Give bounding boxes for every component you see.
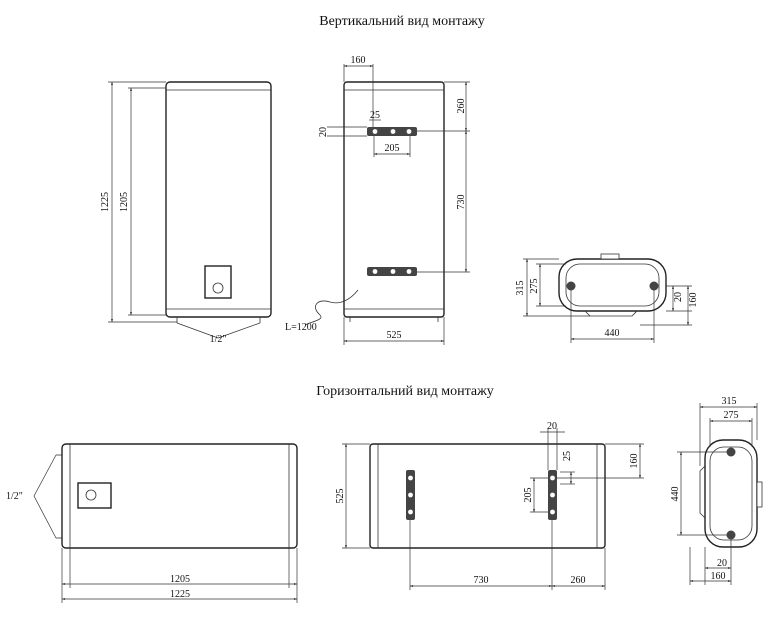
horizontal-mount-title: Горизонтальний вид монтажу bbox=[316, 384, 494, 399]
horizontal-front-view: 1/2" 1205 1225 bbox=[6, 443, 298, 603]
horizontal-back-view: 20 25 160 525 205 730 260 bbox=[335, 421, 644, 590]
dim-h-side-160: 160 bbox=[629, 454, 640, 469]
dim-spacing-730: 730 bbox=[456, 195, 467, 210]
dim-side-20: 20 bbox=[673, 292, 684, 302]
heater-body-back bbox=[343, 81, 445, 318]
heater-body-horizontal-front bbox=[61, 443, 298, 549]
heater-body-front bbox=[165, 81, 272, 318]
dim-offset-25: 25 bbox=[370, 110, 380, 121]
dim-h-offset-25: 25 bbox=[562, 451, 573, 461]
mount-hole-left-icon bbox=[566, 281, 576, 291]
power-cable bbox=[304, 289, 359, 326]
dim-h-side-260: 260 bbox=[571, 575, 586, 586]
vertical-top-view: 315 275 20 160 440 bbox=[515, 253, 699, 343]
dim-width-525: 525 bbox=[387, 330, 402, 341]
dim-side-depth-275: 275 bbox=[724, 410, 739, 421]
thermostat-knob-horizontal-icon bbox=[85, 489, 97, 501]
dim-height-1205: 1205 bbox=[119, 192, 130, 212]
dim-pipe-thread-horizontal: 1/2" bbox=[6, 491, 23, 502]
thermostat-knob-icon bbox=[212, 282, 224, 294]
horizontal-side-view: 315 275 440 20 160 bbox=[670, 396, 763, 585]
dim-depth-275: 275 bbox=[529, 279, 540, 294]
dim-pipe-thread-vertical: 1/2" bbox=[210, 334, 227, 345]
mount-hole-bottom-icon bbox=[726, 530, 736, 540]
dim-bracket-20: 20 bbox=[318, 127, 329, 137]
dim-h-bracket-20: 20 bbox=[547, 421, 557, 432]
heater-body-horizontal-back bbox=[369, 443, 606, 549]
vertical-mount-title: Вертикальний вид монтажу bbox=[319, 14, 485, 29]
dim-cable-length: L=1200 bbox=[285, 322, 317, 333]
control-panel-horizontal bbox=[77, 482, 112, 509]
dim-side-height-440: 440 bbox=[670, 487, 681, 502]
vertical-back-view: L=1200 160 25 20 205 260 730 525 bbox=[285, 55, 470, 345]
dim-h-height-525: 525 bbox=[335, 489, 346, 504]
dim-bracket-205: 205 bbox=[385, 143, 400, 154]
dim-length-1225: 1225 bbox=[170, 589, 190, 600]
dim-side-bottom-20: 20 bbox=[717, 558, 727, 569]
dim-length-1205: 1205 bbox=[170, 574, 190, 585]
dim-side-depth-315: 315 bbox=[722, 396, 737, 407]
vertical-front-view: 1225 1205 1/2" bbox=[100, 81, 272, 345]
dim-depth-315: 315 bbox=[515, 281, 526, 296]
dim-offset-160: 160 bbox=[351, 55, 366, 66]
dim-h-spacing-730: 730 bbox=[474, 575, 489, 586]
mount-hole-right-icon bbox=[649, 281, 659, 291]
dim-side-160: 160 bbox=[688, 293, 699, 308]
dim-height-1225: 1225 bbox=[100, 192, 111, 212]
dim-side-bottom-160: 160 bbox=[711, 571, 726, 582]
mount-hole-top-icon bbox=[726, 447, 736, 457]
dim-h-bracket-205: 205 bbox=[523, 488, 534, 503]
dim-top-260: 260 bbox=[456, 99, 467, 114]
dim-width-440: 440 bbox=[605, 328, 620, 339]
